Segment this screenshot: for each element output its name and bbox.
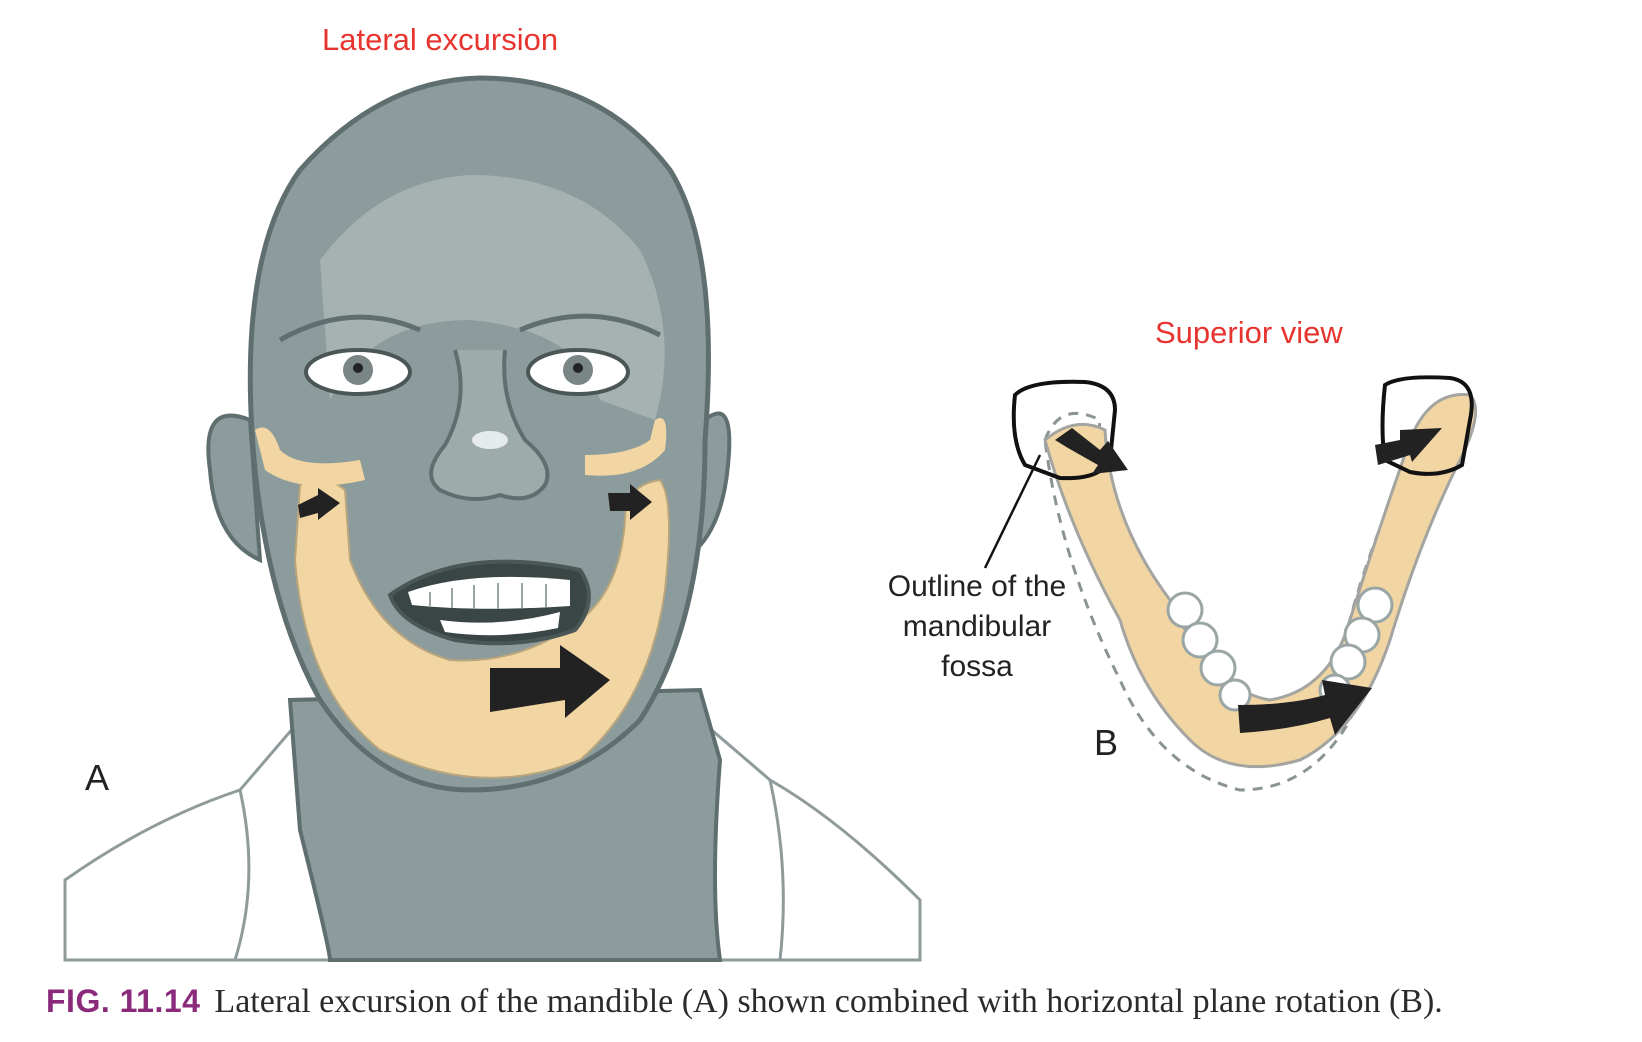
callout-leader-line (983, 454, 1042, 569)
caption-text: Lateral excursion of the mandible (A) sh… (214, 983, 1443, 1020)
right-condyle-arrow-b (1375, 428, 1442, 465)
figure-number: FIG. 11.14 (46, 983, 201, 1019)
figure-caption: FIG. 11.14 Lateral excursion of the mandi… (46, 983, 1443, 1021)
left-condyle-arrow-b (1055, 428, 1128, 474)
fossa-callout: Outline of the mandibular fossa (868, 567, 1086, 687)
molars (1166, 586, 1394, 712)
fossa-callout-line-2: mandibular (902, 610, 1052, 643)
mandible-superior-view (983, 375, 1478, 792)
lower-teeth (440, 612, 560, 636)
nose (429, 349, 550, 501)
left-condyle-arrow (298, 488, 340, 520)
right-fossa-outline (1380, 375, 1474, 476)
panel-a-letter: A (85, 757, 110, 798)
fossa-callout-line-3: fossa (941, 650, 1013, 683)
rotation-arrow (1238, 680, 1372, 735)
jaw-lateral-arrow (490, 645, 610, 718)
panel-b-letter: B (1094, 722, 1119, 763)
face-illustration (63, 75, 922, 962)
panel-a-title: Lateral excursion (322, 22, 559, 57)
fossa-callout-line-1: Outline of the (887, 570, 1067, 603)
panel-b-title: Superior view (1155, 315, 1343, 350)
upper-teeth (408, 576, 570, 609)
dashed-outline (1043, 411, 1444, 792)
right-condyle-arrow (608, 484, 652, 520)
left-ear (206, 413, 263, 564)
